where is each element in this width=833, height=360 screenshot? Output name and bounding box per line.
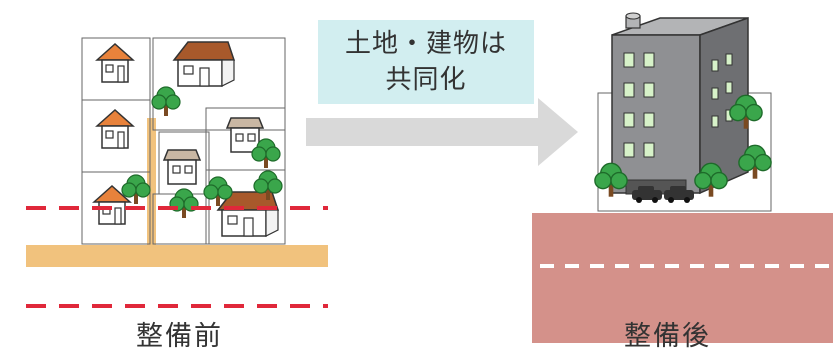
house-icon — [96, 109, 134, 149]
caption-before: 整備前 — [136, 321, 223, 352]
arrow-right-icon — [306, 98, 578, 166]
callout-line-1: 土地・建物は — [344, 29, 507, 59]
callout-line-2: 共同化 — [385, 65, 467, 95]
apartment-building-icon — [611, 12, 749, 195]
callout-box: 土地・建物は 共同化 — [318, 20, 534, 104]
house-icon — [173, 41, 235, 87]
parcel-grid — [81, 37, 286, 245]
car-icon — [664, 186, 694, 203]
house-icon — [96, 43, 134, 83]
house-icon — [163, 149, 201, 185]
road-after — [532, 213, 833, 343]
tree-icon — [169, 188, 199, 219]
alley-before — [147, 118, 156, 248]
before-scene — [26, 37, 328, 308]
car-icon — [632, 186, 662, 203]
after-scene — [532, 12, 833, 343]
road-before — [26, 245, 328, 267]
caption-after: 整備後 — [624, 321, 711, 352]
tree-icon — [151, 86, 181, 117]
